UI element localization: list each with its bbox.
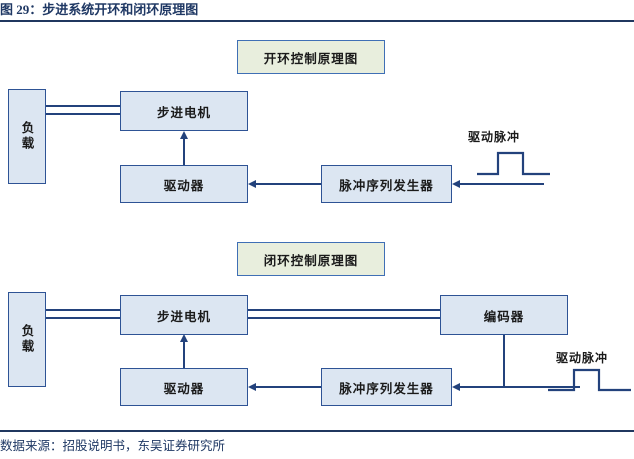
closed-loop-motor-block: 步进电机 (120, 295, 248, 335)
open-loop-title-block: 开环控制原理图 (237, 40, 385, 74)
open-loop-pulse-input-line (460, 183, 544, 185)
open-loop-generator-block: 脉冲序列发生器 (321, 165, 452, 203)
closed-loop-generator-label: 脉冲序列发生器 (339, 381, 434, 396)
open-loop-pulse-label: 驱动脉冲 (468, 130, 521, 144)
figure-caption: 图 29：步进系统开环和闭环原理图 (0, 2, 199, 17)
open-loop-motor-label: 步进电机 (156, 105, 211, 120)
open-loop-title-label: 开环控制原理图 (263, 51, 359, 66)
closed-loop-encoder-label: 编码器 (483, 309, 525, 324)
closed-loop-shaft-left-top (45, 309, 121, 311)
open-loop-driver-label: 驱动器 (163, 178, 205, 193)
closed-loop-encoder-block: 编码器 (440, 295, 568, 335)
source-note: 数据来源：招股说明书，东吴证券研究所 (0, 439, 226, 453)
closed-loop-driver-to-motor-arrow (180, 334, 188, 342)
closed-loop-load-block: 负载 (8, 292, 46, 387)
open-loop-shaft-line-bottom (45, 113, 121, 115)
closed-loop-encoder-feedback-hline (460, 386, 580, 388)
closed-loop-generator-to-driver-line (256, 386, 322, 388)
closed-loop-driver-to-motor-line (183, 342, 185, 369)
closed-loop-driver-label: 驱动器 (163, 381, 205, 396)
open-loop-driver-to-motor-arrow (180, 131, 188, 139)
closed-loop-load-label: 负载 (19, 324, 34, 355)
open-loop-generator-to-driver-arrow (248, 179, 256, 188)
closed-loop-shaft-left-bottom (45, 317, 121, 319)
closed-loop-title-label: 闭环控制原理图 (263, 253, 359, 268)
open-loop-motor-block: 步进电机 (120, 91, 248, 131)
closed-loop-pulse-input-arrow (452, 382, 460, 391)
closed-loop-motor-label: 步进电机 (156, 309, 211, 324)
open-loop-pulse-waveform (477, 151, 550, 176)
closed-loop-shaft-right-top (247, 309, 441, 311)
closed-loop-generator-to-driver-arrow (248, 382, 256, 391)
closed-loop-pulse-label: 驱动脉冲 (556, 351, 609, 365)
diagram-canvas: 开环控制原理图 负载 步进电机 驱动器 脉冲序列发生器 驱动脉冲 闭环控制原理图… (0, 24, 634, 428)
caption-divider (0, 20, 634, 22)
closed-loop-title-block: 闭环控制原理图 (237, 242, 385, 276)
closed-loop-shaft-right-bottom (247, 317, 441, 319)
open-loop-generator-to-driver-line (256, 183, 322, 185)
closed-loop-pulse-waveform (548, 368, 631, 392)
open-loop-driver-block: 驱动器 (120, 165, 248, 203)
source-divider (0, 430, 634, 432)
open-loop-driver-to-motor-line (183, 139, 185, 166)
open-loop-load-label: 负载 (19, 121, 34, 152)
open-loop-generator-label: 脉冲序列发生器 (339, 178, 434, 193)
open-loop-pulse-input-arrow (452, 179, 460, 188)
closed-loop-generator-block: 脉冲序列发生器 (321, 368, 452, 406)
closed-loop-encoder-feedback-vline (503, 335, 505, 386)
closed-loop-driver-block: 驱动器 (120, 368, 248, 406)
open-loop-shaft-line-top (45, 105, 121, 107)
open-loop-load-block: 负载 (8, 89, 46, 184)
